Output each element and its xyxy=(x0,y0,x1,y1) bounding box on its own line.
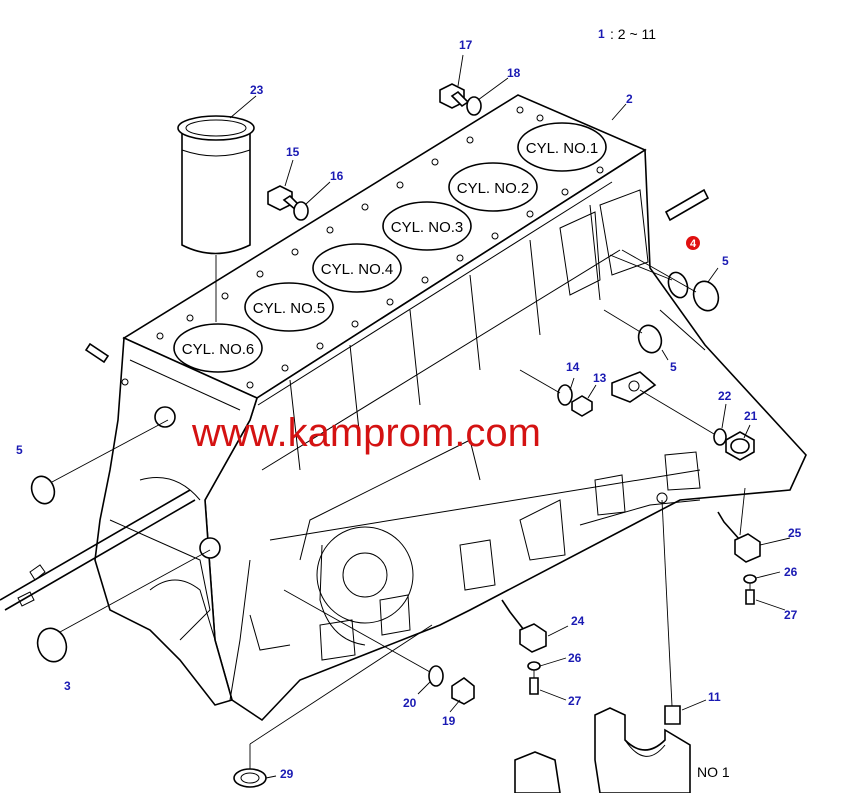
callout-3[interactable]: 3 xyxy=(64,679,71,693)
ref-range: : 2 ~ 11 xyxy=(610,26,656,42)
callout-16[interactable]: 16 xyxy=(330,169,344,183)
leader-lines xyxy=(51,54,791,779)
washer-26-mid xyxy=(527,661,541,671)
bore-cyl-3 xyxy=(382,201,472,251)
callout-25[interactable]: 25 xyxy=(788,526,802,540)
drain-plug-17 xyxy=(439,83,470,109)
callout-26-mid[interactable]: 26 xyxy=(568,651,582,665)
expansion-plug-5-mid xyxy=(637,324,663,354)
cyl-label-1: CYL. NO.1 xyxy=(526,140,599,157)
bore-cyl-1 xyxy=(517,122,607,172)
cylinder-liner xyxy=(177,115,255,255)
callout-23[interactable]: 23 xyxy=(250,83,264,97)
expansion-plug-5-right xyxy=(692,280,720,312)
washer-16 xyxy=(293,201,309,221)
washer-14 xyxy=(557,384,573,406)
callout-5-right[interactable]: 5 xyxy=(722,254,729,268)
bore-cyl-4 xyxy=(312,243,402,293)
callout-18[interactable]: 18 xyxy=(507,66,521,80)
camshaft-rod xyxy=(0,489,196,611)
plug-21 xyxy=(725,431,755,461)
cyl-label-5: CYL. NO.5 xyxy=(253,300,326,317)
seal-29 xyxy=(233,768,267,788)
cyl-label-4: CYL. NO.4 xyxy=(321,261,394,278)
expansion-plug-5-left xyxy=(30,475,56,505)
dowel-pin-left xyxy=(84,342,110,364)
main-bearing-cap xyxy=(514,707,691,794)
callout-22[interactable]: 22 xyxy=(718,389,732,403)
callout-17[interactable]: 17 xyxy=(459,38,473,52)
expansion-plug-3 xyxy=(36,627,68,663)
bore-cyl-5 xyxy=(244,282,334,332)
callout-2[interactable]: 2 xyxy=(626,92,633,106)
washer-18 xyxy=(466,96,482,116)
callout-29[interactable]: 29 xyxy=(280,767,294,781)
callout-5-mid[interactable]: 5 xyxy=(670,360,677,374)
callout-27-right[interactable]: 27 xyxy=(784,608,798,622)
bore-cyl-6 xyxy=(173,323,263,373)
cyl-label-3: CYL. NO.3 xyxy=(391,219,464,236)
piston-cooling-nozzle-25 xyxy=(717,511,761,563)
callout-19[interactable]: 19 xyxy=(442,714,456,728)
bearing-label: NO 1 xyxy=(697,764,730,780)
callout-labels: 17 18 2 23 15 16 4 5 5 5 14 13 22 21 25 … xyxy=(16,38,802,781)
cyl-label-2: CYL. NO.2 xyxy=(457,180,530,197)
callout-13[interactable]: 13 xyxy=(593,371,607,385)
bore-cyl-2 xyxy=(448,162,538,212)
callout-26-right[interactable]: 26 xyxy=(784,565,798,579)
washer-22 xyxy=(713,428,727,446)
dowel-pin-right xyxy=(664,188,710,222)
callout-24[interactable]: 24 xyxy=(571,614,585,628)
piston-cooling-nozzle-24 xyxy=(501,599,547,653)
callout-4[interactable]: 4 xyxy=(690,238,697,250)
cover-plate xyxy=(611,371,657,403)
bolt-27-mid xyxy=(529,677,539,695)
plug-19 xyxy=(451,677,475,705)
ref-number[interactable]: 1 xyxy=(598,27,605,41)
callout-5-left[interactable]: 5 xyxy=(16,443,23,457)
plug-13 xyxy=(571,395,593,417)
callout-15[interactable]: 15 xyxy=(286,145,300,159)
dowel-sleeve-11 xyxy=(664,705,681,725)
callout-20[interactable]: 20 xyxy=(403,696,417,710)
callout-14[interactable]: 14 xyxy=(566,360,580,374)
callout-21[interactable]: 21 xyxy=(744,409,758,423)
washer-26-right xyxy=(743,574,757,584)
cyl-label-6: CYL. NO.6 xyxy=(182,341,255,358)
bolt-27-right xyxy=(745,589,755,605)
watermark: www.kamprom.com xyxy=(191,411,541,455)
highlight-marker-4 xyxy=(686,236,700,250)
callout-27-mid[interactable]: 27 xyxy=(568,694,582,708)
cylinder-bores: CYL. NO.1 CYL. NO.2 CYL. NO.3 CYL. NO.4 … xyxy=(173,122,607,373)
washer-20 xyxy=(428,665,444,687)
callout-11[interactable]: 11 xyxy=(708,690,721,704)
